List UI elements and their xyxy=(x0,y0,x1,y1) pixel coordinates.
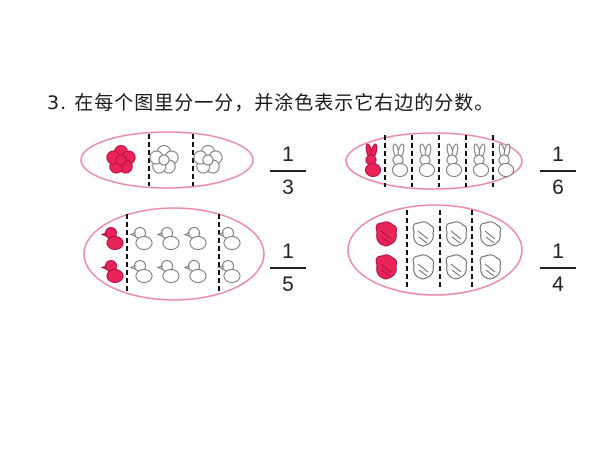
oval-outline xyxy=(83,207,265,301)
fraction-one-sixth: 1 6 xyxy=(540,143,576,200)
chick-icon xyxy=(129,260,153,283)
oval-outline xyxy=(80,131,254,189)
flower-icon xyxy=(149,145,179,174)
chick-icon xyxy=(100,227,124,250)
chick-icon xyxy=(156,227,180,250)
fraction-denominator: 6 xyxy=(552,175,564,199)
rabbit-icon xyxy=(473,143,489,177)
radish-icon xyxy=(412,254,435,280)
fraction-denominator: 3 xyxy=(282,175,294,199)
chick-icon xyxy=(100,260,124,283)
radish-icon xyxy=(412,221,435,247)
chick-icon xyxy=(183,227,207,250)
rabbit-icon xyxy=(419,143,435,177)
chick-icon xyxy=(156,260,180,283)
rabbit-icon xyxy=(498,143,514,177)
radish-icon xyxy=(479,254,502,280)
fraction-bar xyxy=(540,170,576,172)
question-line: 3. 在每个图里分一分，并涂色表示它右边的分数。 xyxy=(47,88,494,115)
fraction-numerator: 1 xyxy=(552,240,564,263)
chick-icon xyxy=(217,260,241,283)
figure-radishes[interactable] xyxy=(345,200,525,300)
radish-icon xyxy=(375,221,398,247)
radish-icon xyxy=(479,221,502,247)
figure-chicks[interactable] xyxy=(82,204,266,304)
figure-flowers[interactable] xyxy=(78,128,256,192)
fraction-one-third: 1 3 xyxy=(270,143,306,200)
question-number: 3. xyxy=(47,92,68,114)
fraction-numerator: 1 xyxy=(552,143,564,166)
chick-icon xyxy=(129,227,153,250)
question-text: 在每个图里分一分，并涂色表示它右边的分数。 xyxy=(74,92,495,114)
radish-icon xyxy=(375,254,398,280)
oval-outline xyxy=(345,132,523,190)
chick-icon xyxy=(183,260,207,283)
radish-icon xyxy=(445,221,468,247)
fraction-one-fifth: 1 5 xyxy=(270,240,306,297)
fraction-bar xyxy=(270,170,306,172)
fraction-denominator: 4 xyxy=(552,272,564,296)
rabbit-icon xyxy=(392,143,408,177)
fraction-denominator: 5 xyxy=(282,272,294,296)
fraction-numerator: 1 xyxy=(282,143,294,166)
chick-icon xyxy=(217,227,241,250)
fraction-bar xyxy=(270,267,306,269)
radish-icon xyxy=(445,254,468,280)
oval-outline xyxy=(347,204,523,296)
rabbit-icon xyxy=(446,143,462,177)
flower-icon xyxy=(106,145,136,174)
flower-icon xyxy=(193,145,223,174)
fraction-bar xyxy=(540,267,576,269)
rabbit-icon xyxy=(365,143,381,177)
figure-rabbits[interactable] xyxy=(343,129,525,193)
fraction-numerator: 1 xyxy=(282,240,294,263)
fraction-one-fourth: 1 4 xyxy=(540,240,576,297)
